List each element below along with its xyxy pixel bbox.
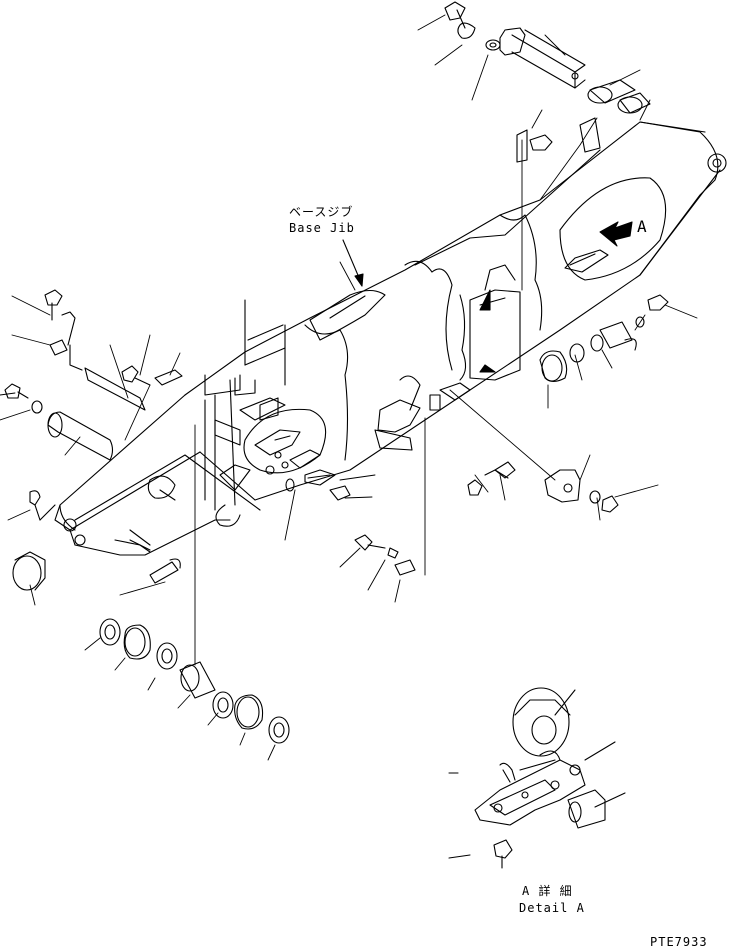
bottom-bearings (99, 618, 290, 744)
drawing-code: PTE7933 (650, 935, 708, 949)
detail-a-label-jp: A 詳 細 (522, 884, 573, 898)
base-jib-body (39, 121, 727, 556)
base-jib-arrow (342, 239, 364, 287)
leader-lines (0, 14, 698, 761)
mid-fasteners (285, 469, 416, 576)
base-jib-label-en: Base Jib (289, 221, 355, 235)
detail-a-label-en: Detail A (519, 901, 585, 915)
detail-a-drawing (448, 687, 626, 869)
right-fasteners (467, 117, 669, 513)
front-left-parts (4, 289, 183, 591)
base-jib-label-jp: ベースジブ (289, 205, 354, 219)
top-pin-assembly (444, 1, 651, 114)
view-marker-a: A (637, 217, 647, 236)
